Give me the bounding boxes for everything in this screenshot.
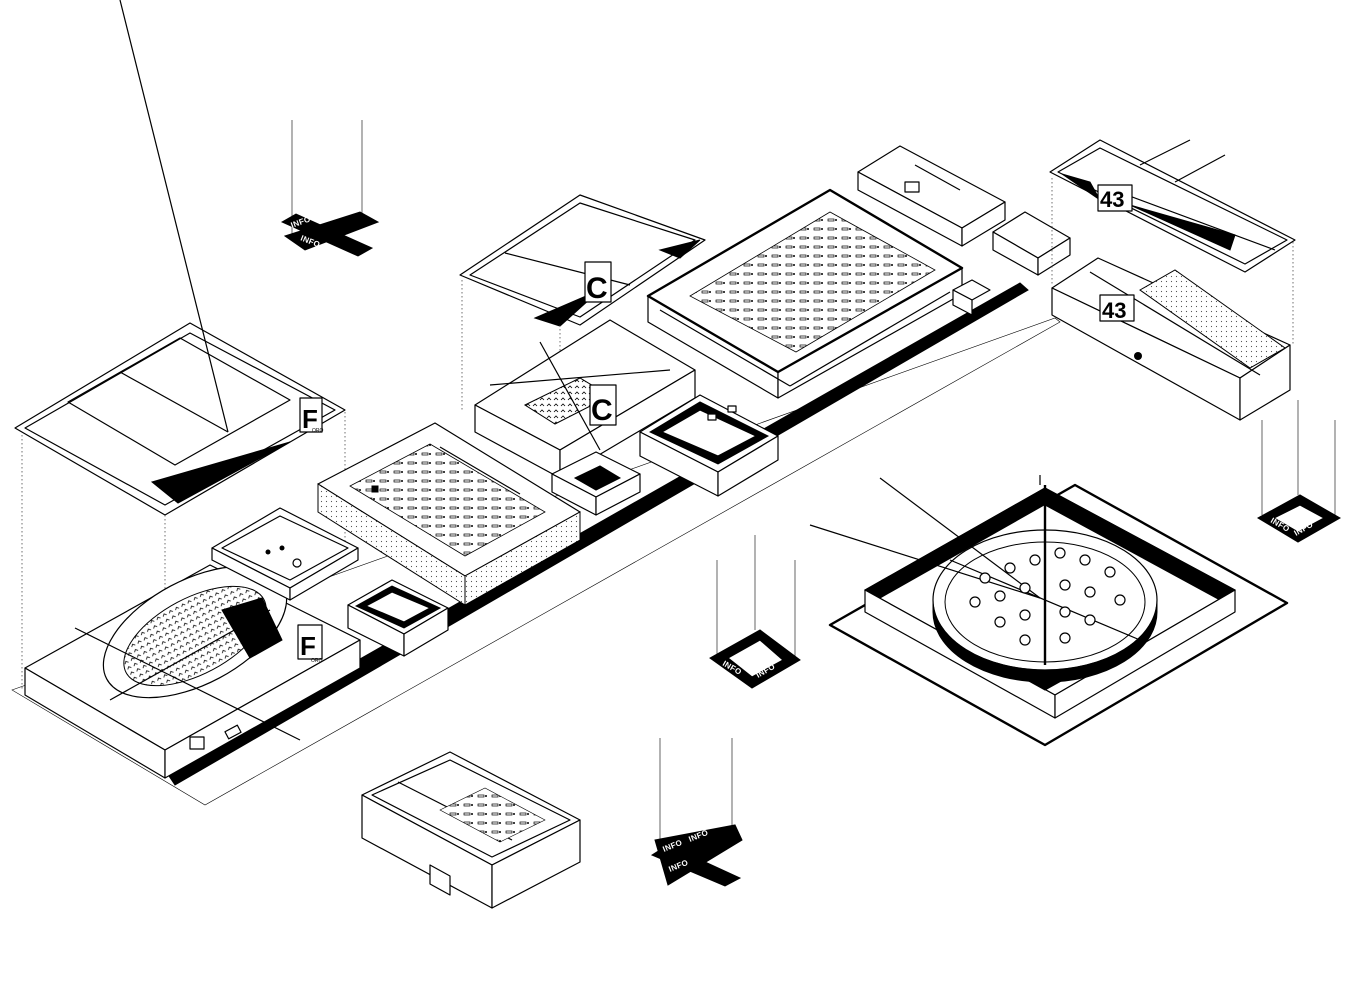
roof-f: F ORO — [14, 0, 346, 516]
aud-f-sub: ORO — [311, 658, 323, 664]
hall-c-letter: C — [591, 394, 613, 427]
roof-43-num: 43 — [1100, 187, 1124, 212]
roof-c-letter: C — [586, 272, 608, 305]
aud-f-letter: F — [300, 631, 316, 661]
room-lounge — [211, 507, 359, 601]
banquet-tables — [969, 547, 1126, 646]
info-sign-square-mid: INFO INFO — [709, 535, 801, 689]
roof-f-sub: ORO — [312, 428, 324, 434]
roof-f-letter: F — [302, 404, 318, 434]
banquet-hall — [809, 475, 1289, 747]
roof-43: 43 — [1049, 139, 1296, 273]
info-sign-cross-bottom: INFO INFO INFO — [650, 738, 743, 887]
roof-c: C — [459, 194, 706, 327]
info-sign-square-right: INFO INFO — [1256, 400, 1342, 543]
info-text-b: INFO — [316, 204, 338, 219]
room-wc — [857, 145, 1006, 247]
room-storage — [952, 211, 1071, 316]
room-small-a — [347, 579, 449, 657]
room-classroom — [646, 188, 964, 399]
room-cafe — [639, 394, 779, 497]
building-43: 43 43 — [1049, 139, 1296, 421]
room-kiosk — [551, 451, 641, 516]
info-sign-cross-top: INFO INFO INFO — [280, 120, 380, 257]
room-office — [317, 422, 581, 606]
room-bottom — [361, 751, 581, 909]
building-f: F ORO F ORO — [14, 0, 361, 779]
hall-43-num: 43 — [1102, 298, 1126, 323]
